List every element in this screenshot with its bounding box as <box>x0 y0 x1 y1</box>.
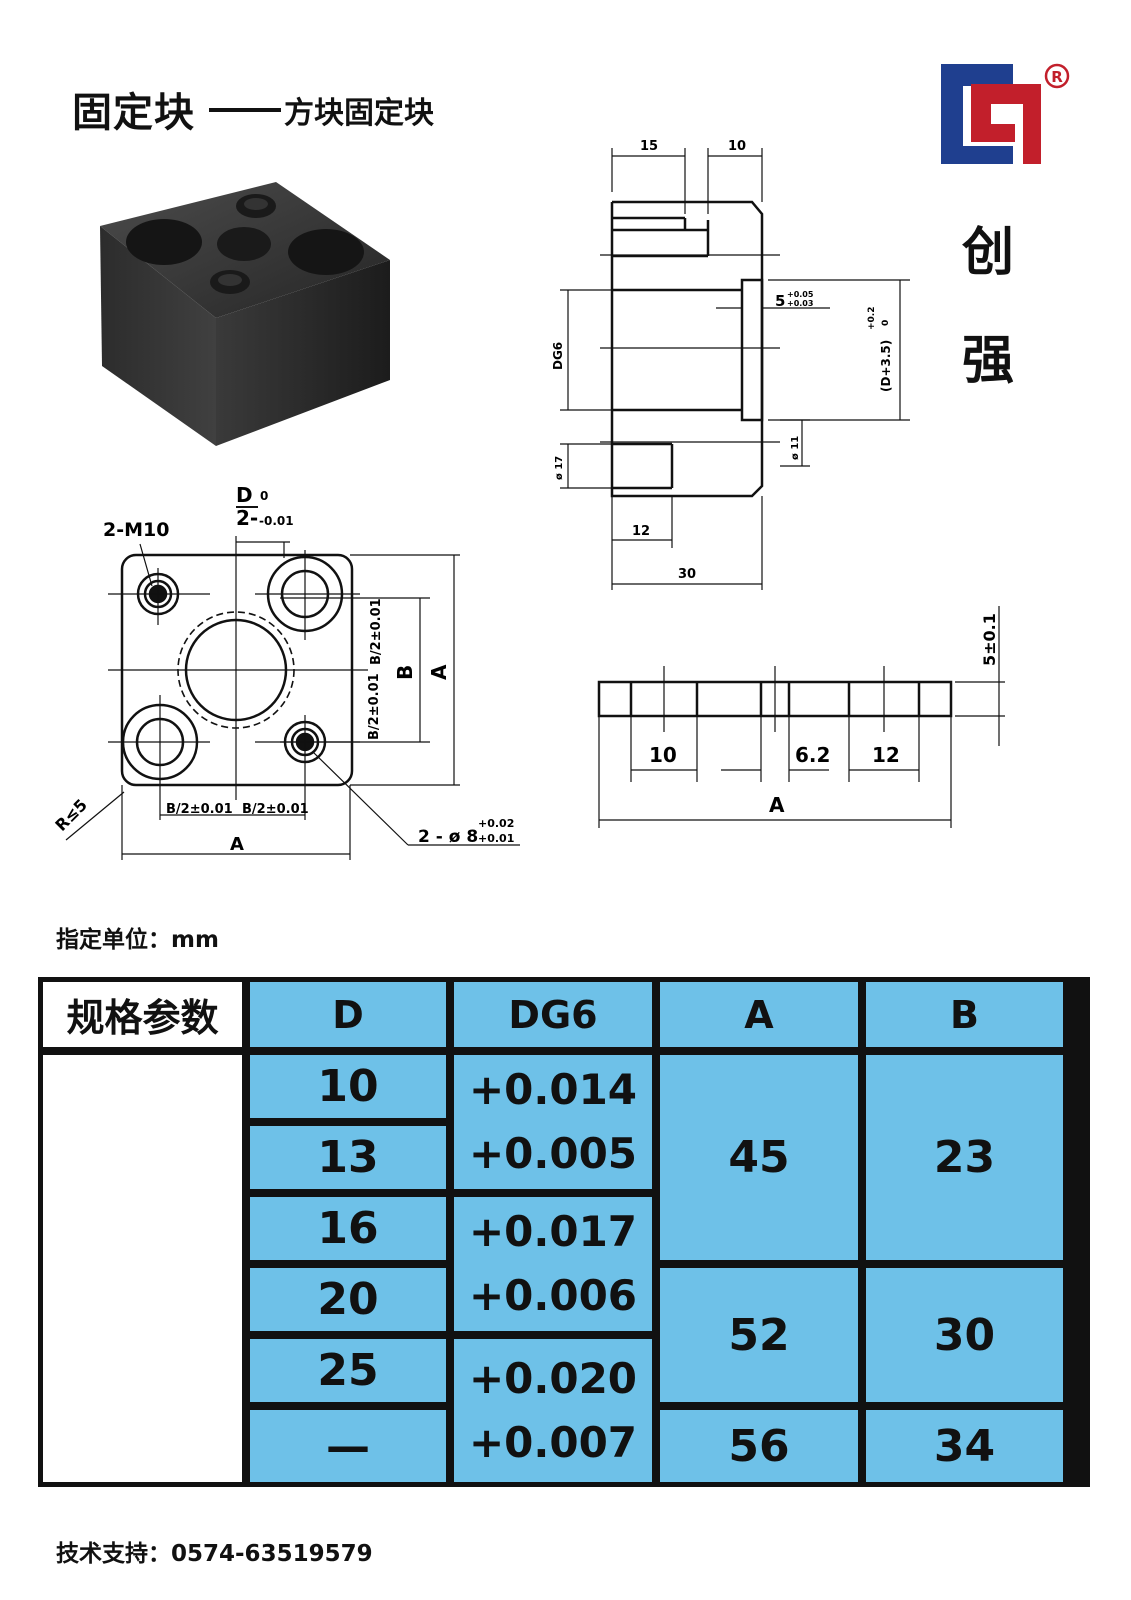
b-half-bottom-left-label: B/2±0.01 <box>166 802 233 817</box>
dg6-upper: +0.020 <box>468 1353 638 1403</box>
d-over-2-label: D <box>236 483 253 507</box>
b-value: 34 <box>866 1410 1063 1482</box>
dg6-tolerance-cell: +0.020 +0.007 <box>454 1339 652 1482</box>
svg-text:R: R <box>1051 68 1063 86</box>
dg6-lower: +0.007 <box>468 1417 638 1467</box>
spec-table: 规格参数 D DG6 A B 10 13 16 20 25 — +0.014 +… <box>38 977 1090 1487</box>
a-value: 56 <box>660 1410 858 1482</box>
b-half-bottom-right-label: B/2±0.01 <box>242 802 309 817</box>
top-view-drawing: D 0 2- -0.01 2-M10 B A B/2±0.01 B/2±0.01… <box>51 483 520 860</box>
d-plus-label: (D+3.5) <box>879 340 893 392</box>
dg6-tolerance-cell: +0.014 +0.005 <box>454 1055 652 1189</box>
product-photo <box>100 182 390 446</box>
dim-12-label: 12 <box>632 524 650 539</box>
front-dim-6-2-label: 6.2 <box>795 743 830 767</box>
d-plus-lower: 0 <box>881 320 891 326</box>
a-right-label: A <box>427 664 451 680</box>
d-value: 16 <box>250 1197 446 1260</box>
dim-5-label: 5 <box>775 292 785 310</box>
front-dim-5-label: 5±0.1 <box>980 613 999 666</box>
col-header-a: A <box>660 982 858 1047</box>
pin-tol-lower: +0.01 <box>478 832 514 845</box>
d-upper-label: 0 <box>260 489 268 503</box>
col-header-b: B <box>866 982 1063 1047</box>
b-value: 23 <box>866 1055 1063 1260</box>
spec-empty-cell <box>43 1055 242 1482</box>
a-value: 45 <box>660 1055 858 1260</box>
support-note: 技术支持：0574-63519579 <box>56 1541 373 1567</box>
side-view-drawing: 15 10 5 +0.05 +0.03 DG6 (D+3.5) +0.2 0 ø… <box>551 139 910 590</box>
d-value: 20 <box>250 1268 446 1331</box>
b-half-upper-label: B/2±0.01 <box>369 598 384 665</box>
b-label: B <box>393 665 417 680</box>
a-bottom-label: A <box>230 834 244 855</box>
page-title: 固定块 <box>72 90 195 136</box>
front-view-drawing: 10 6.2 12 A 5±0.1 <box>597 606 1005 828</box>
pin-tol-upper: +0.02 <box>478 817 514 830</box>
front-dim-10-label: 10 <box>649 743 677 767</box>
brand-logo: R <box>941 63 1070 164</box>
spec-label: 规格参数 <box>43 982 242 1047</box>
dg6-label: DG6 <box>551 342 565 370</box>
dg6-upper: +0.014 <box>468 1065 638 1114</box>
a-value: 52 <box>660 1268 858 1402</box>
d-value: 25 <box>250 1339 446 1402</box>
unit-note: 指定单位：mm <box>56 927 219 953</box>
dim-5-lower: +0.03 <box>787 299 813 308</box>
dg6-lower: +0.005 <box>468 1129 638 1178</box>
d-plus-upper: +0.2 <box>867 307 877 330</box>
dg6-lower: +0.006 <box>468 1271 638 1320</box>
brand-name-1: 创 <box>962 223 1015 283</box>
dim-5-upper: +0.05 <box>787 290 814 299</box>
dim-15-label: 15 <box>640 139 658 154</box>
dim-30-label: 30 <box>678 567 696 582</box>
radius-label: R≤5 <box>51 795 90 834</box>
b-value: 30 <box>866 1268 1063 1402</box>
d-denominator-label: 2- <box>236 506 258 530</box>
dg6-tolerance-cell: +0.017 +0.006 <box>454 1197 652 1331</box>
m10-label: 2-M10 <box>103 519 169 541</box>
dg6-upper: +0.017 <box>468 1207 638 1256</box>
d-value: 13 <box>250 1126 446 1189</box>
front-dim-a-label: A <box>769 793 785 817</box>
pin-label: 2 - ø 8 <box>418 827 478 847</box>
d-lower-label: -0.01 <box>259 514 294 528</box>
front-dim-12-label: 12 <box>872 743 900 767</box>
brand-name-2: 强 <box>962 331 1015 391</box>
page-subtitle: 方块固定块 <box>284 96 434 131</box>
col-header-dg6: DG6 <box>454 982 652 1047</box>
dia-17-label: ø 17 <box>554 456 565 480</box>
title-divider <box>209 108 281 112</box>
d-value: — <box>250 1410 446 1482</box>
dim-10-label: 10 <box>728 139 746 154</box>
d-value: 10 <box>250 1055 446 1118</box>
col-header-d: D <box>250 982 446 1047</box>
b-half-lower-label: B/2±0.01 <box>367 673 382 740</box>
dia-11-label: ø 11 <box>790 436 801 460</box>
